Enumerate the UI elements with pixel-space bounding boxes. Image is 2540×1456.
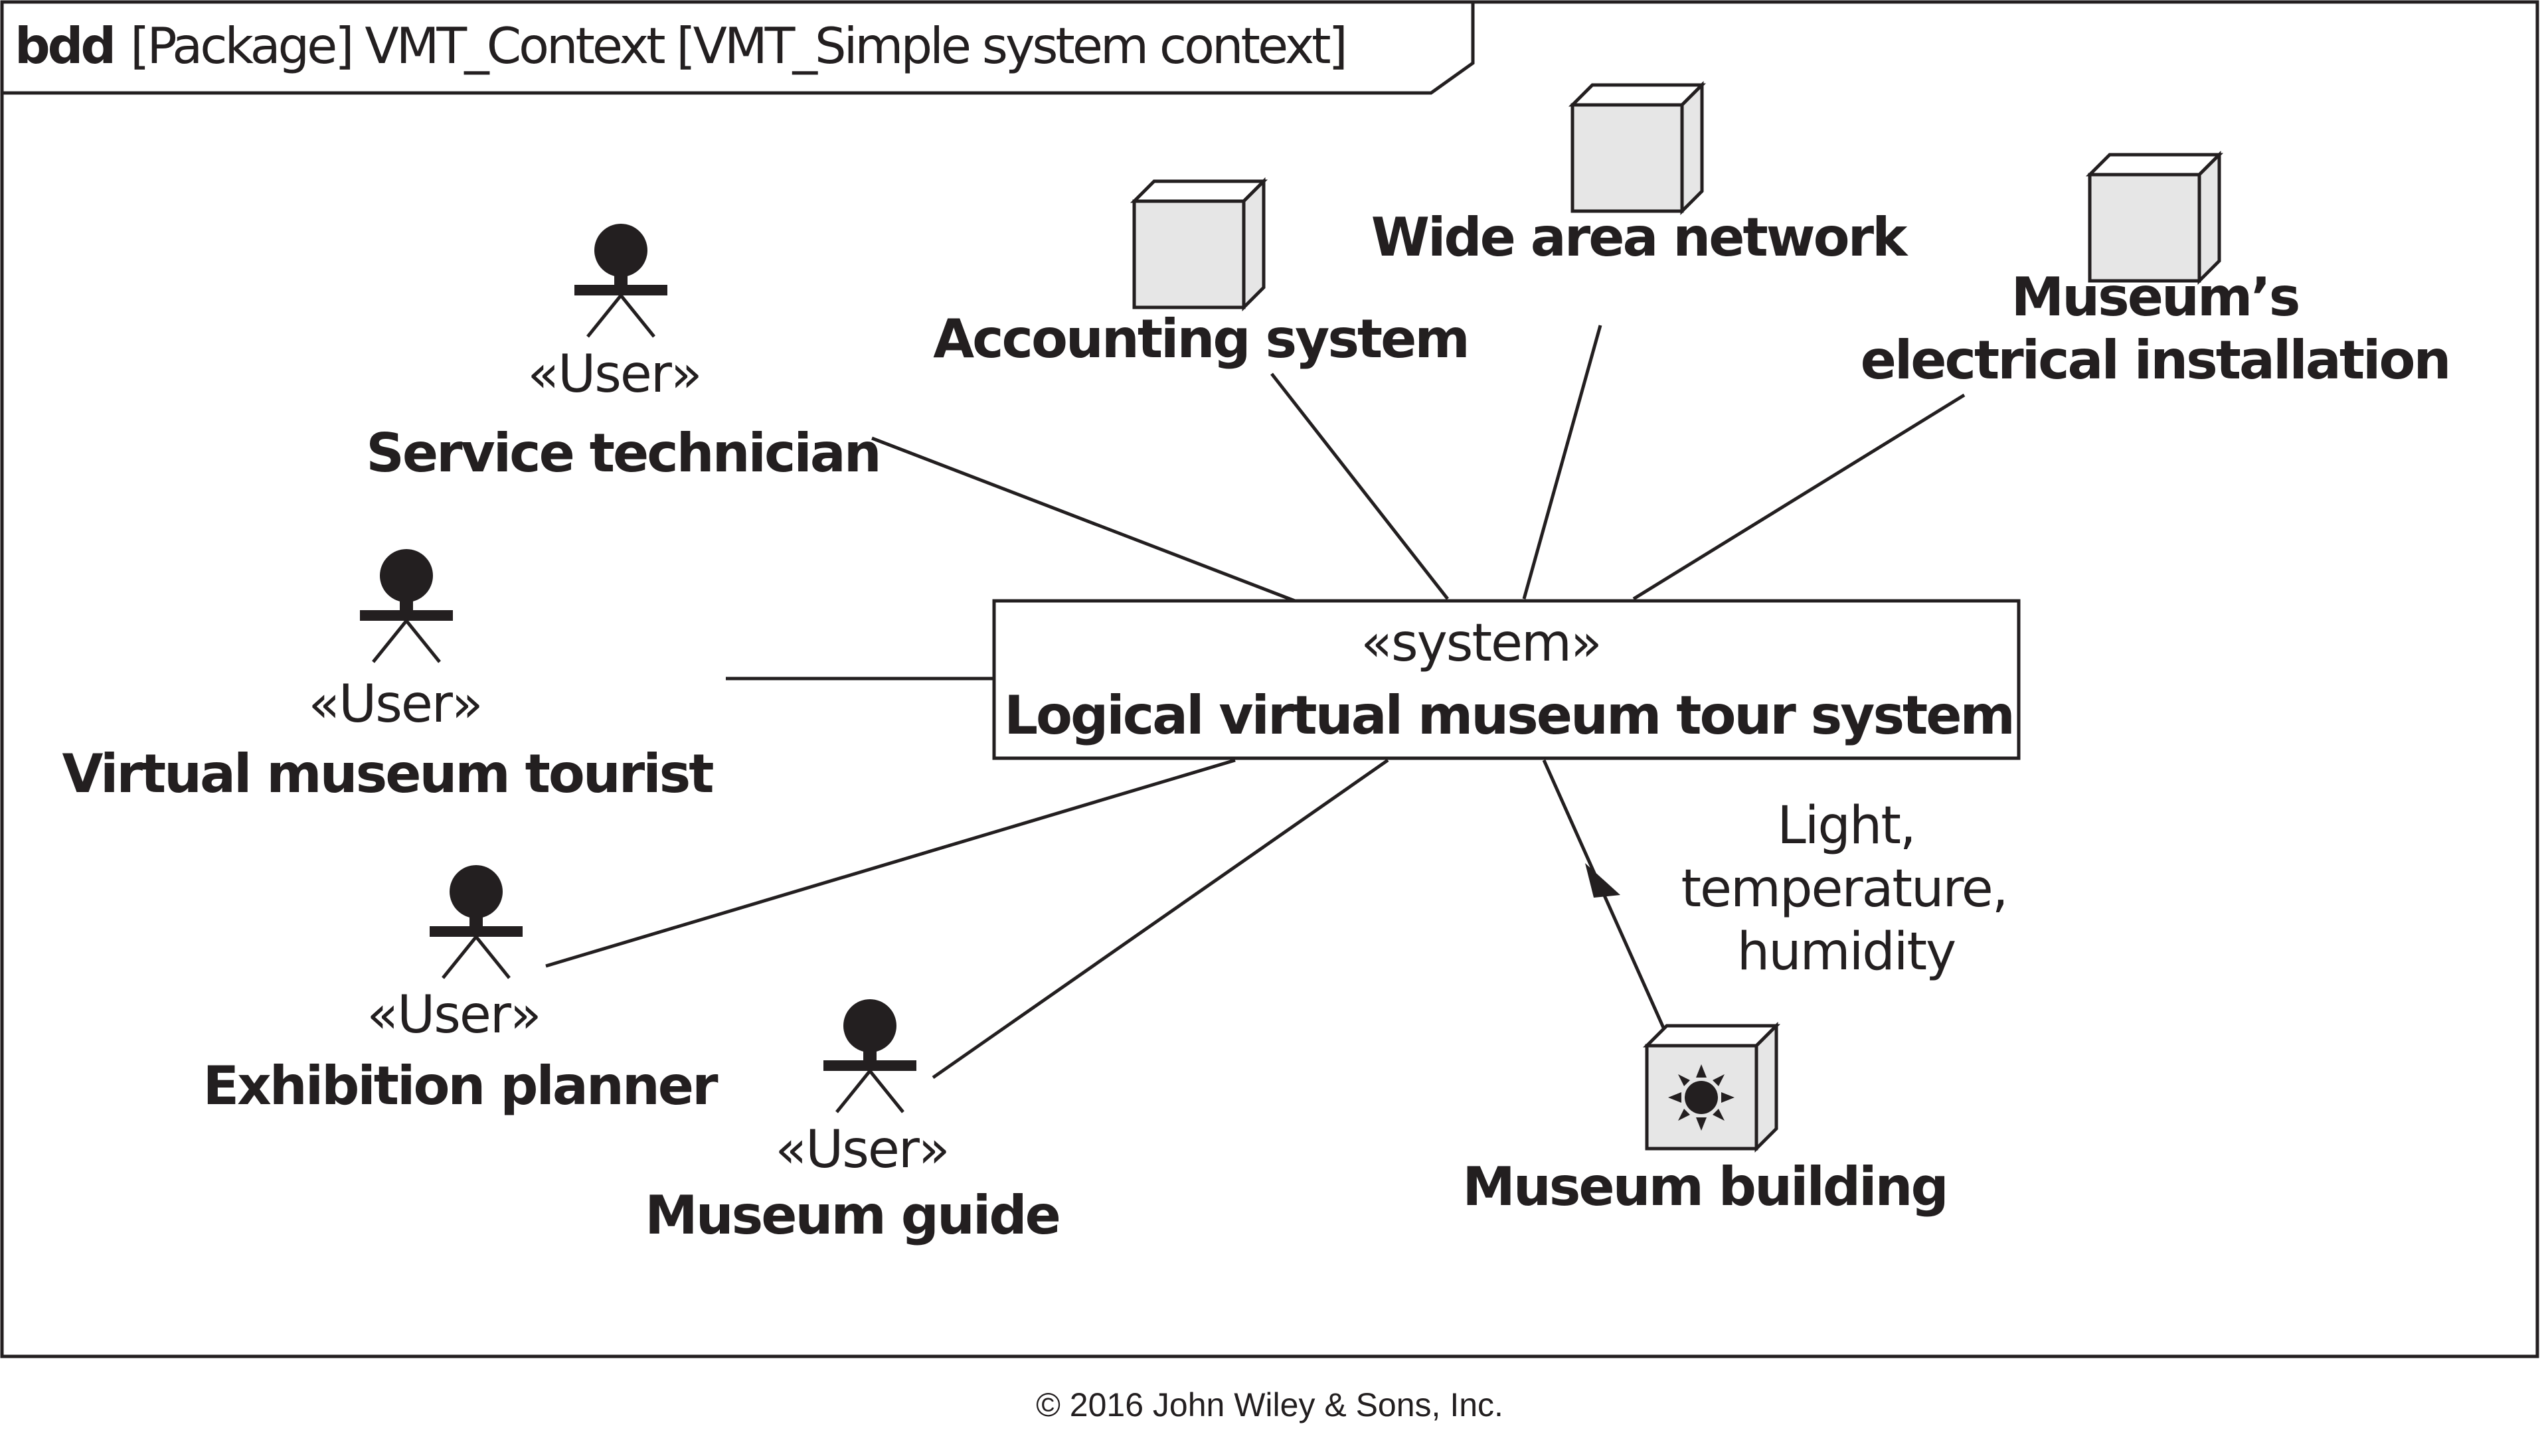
actor-exhibition-planner[interactable]: «User» Exhibition planner: [203, 865, 720, 1117]
actor-name: Museum guide: [645, 1184, 1059, 1246]
actor-stereotype: «User»: [367, 985, 540, 1045]
actor-service-technician[interactable]: «User» Service technician: [366, 224, 882, 484]
cube-icon: [1134, 181, 1264, 307]
building-box-side: [1754, 1021, 1778, 1153]
sun-icon: [1668, 1064, 1735, 1131]
actor-stereotype: «User»: [775, 1120, 948, 1180]
external-name-line2: electrical installation: [1861, 329, 2450, 391]
actor-museum-guide[interactable]: «User» Museum guide: [645, 999, 1061, 1246]
system-stereotype: «system»: [1361, 613, 1600, 673]
external-electrical-installation[interactable]: Museum’s electrical installation: [1861, 155, 2451, 391]
actor-icon: [360, 549, 453, 662]
line-museum-guide: [932, 758, 1389, 1080]
external-name: Wide area network: [1371, 206, 1908, 268]
line-wide-area-network: [1522, 325, 1602, 600]
system-block[interactable]: «system» Logical virtual museum tour sys…: [992, 599, 2021, 760]
frame-header-tab: [0, 0, 1475, 95]
actor-stereotype: «User»: [308, 675, 481, 734]
flow-arrow-head: [1585, 863, 1620, 898]
frame-kind: bdd: [15, 17, 114, 75]
actor-name: Virtual museum tourist: [62, 743, 713, 805]
association-lines: [545, 325, 1966, 1080]
actor-stereotype: «User»: [527, 345, 701, 404]
flow-label-line1: Light,: [1777, 796, 1914, 856]
actor-icon: [823, 999, 916, 1112]
frame-header: bdd [Package] VMT_Context [VMT_Simple sy…: [15, 17, 1345, 75]
building-box-top: [1642, 1024, 1781, 1048]
flow-label: Light, temperature, humidity: [1681, 796, 2008, 982]
flow-label-line3: humidity: [1737, 922, 1955, 982]
environment-name: Museum building: [1462, 1156, 1947, 1218]
actor-name: Exhibition planner: [203, 1055, 719, 1117]
line-electrical-installation: [1632, 393, 1966, 601]
external-name: Accounting system: [933, 308, 1468, 370]
external-name-line1: Museum’s: [2011, 266, 2299, 328]
environment-museum-building[interactable]: Museum building: [1462, 1021, 1949, 1218]
frame-title: [Package] VMT_Context [VMT_Simple system…: [130, 17, 1345, 75]
external-accounting-system[interactable]: Accounting system: [933, 181, 1470, 370]
actor-icon: [430, 865, 523, 978]
external-wide-area-network[interactable]: Wide area network: [1371, 85, 1910, 268]
actor-virtual-museum-tourist[interactable]: «User» Virtual museum tourist: [62, 549, 715, 805]
actor-name: Service technician: [366, 422, 879, 484]
flow-label-line2: temperature,: [1681, 859, 2007, 919]
copyright-notice: © 2016 John Wiley & Sons, Inc.: [1036, 1386, 1503, 1423]
system-block-box: [992, 599, 2021, 760]
line-accounting-system: [1270, 372, 1449, 600]
cube-icon: [1572, 85, 1702, 211]
line-service-technician: [871, 436, 1296, 603]
actor-icon: [574, 224, 667, 337]
system-name: Logical virtual museum tour system: [1004, 685, 2013, 746]
cube-icon: [2090, 155, 2219, 281]
line-exhibition-planner: [545, 758, 1236, 968]
